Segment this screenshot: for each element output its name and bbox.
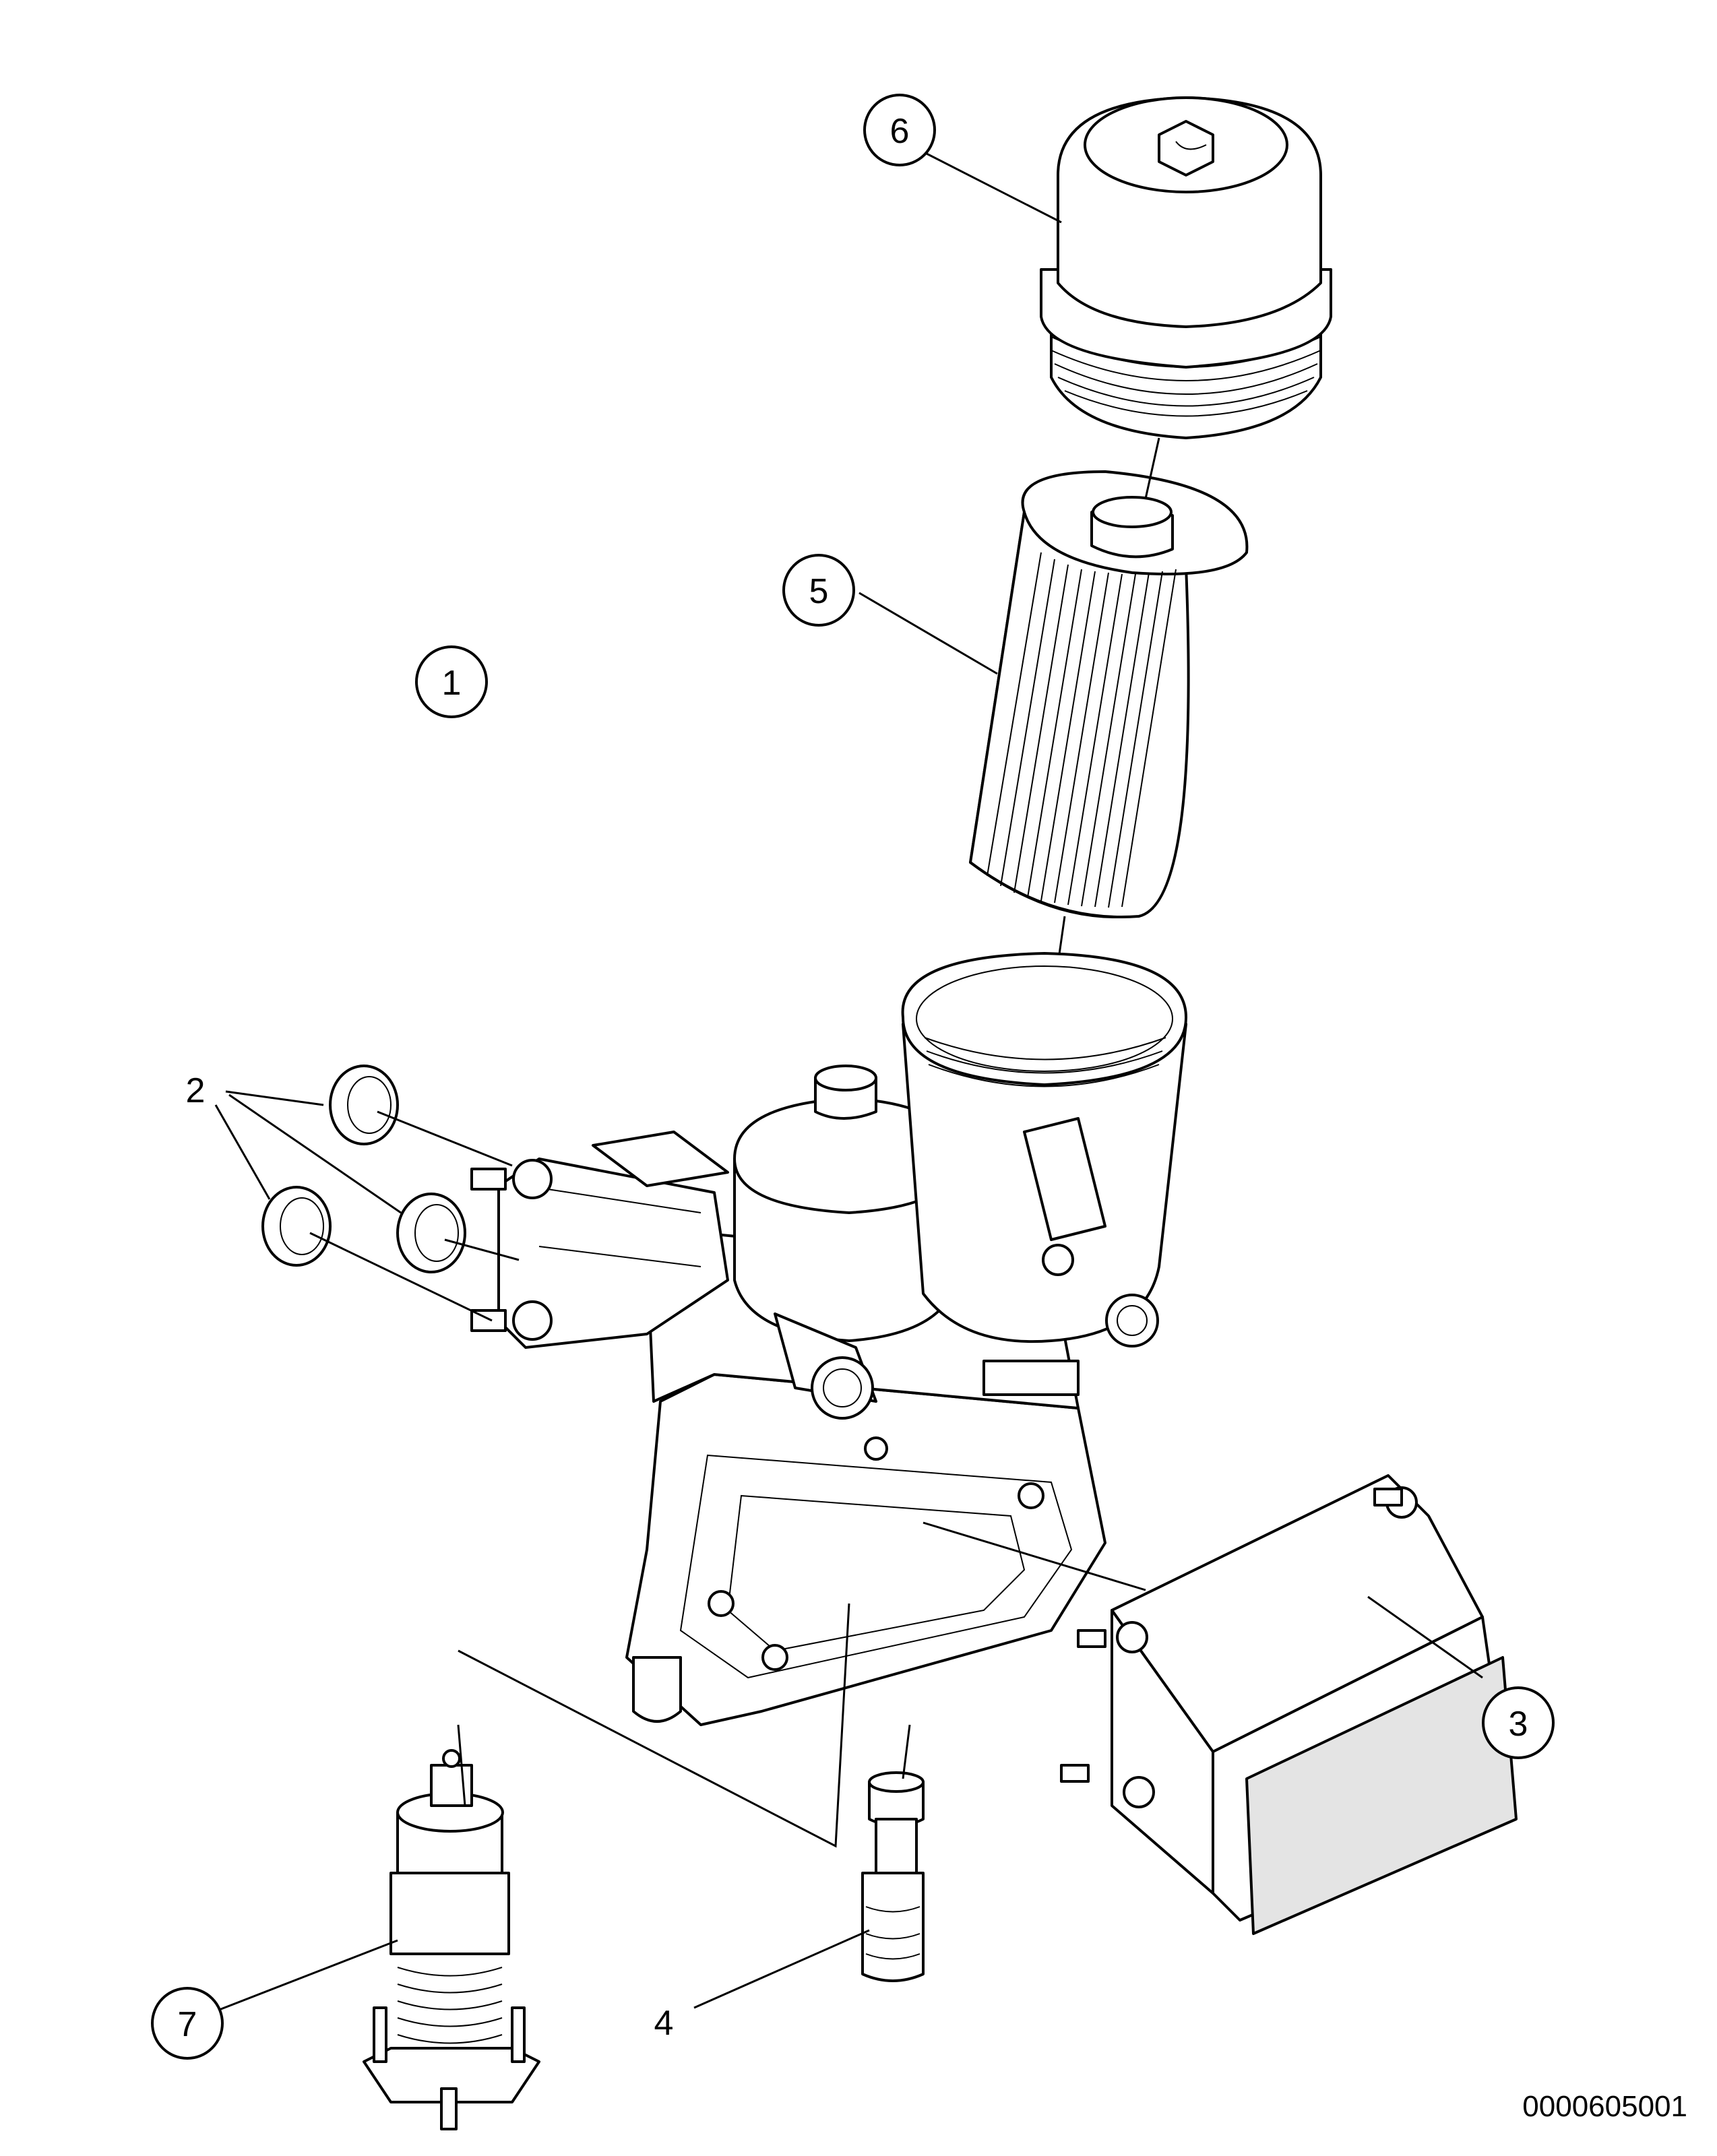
callout-1: 1 xyxy=(415,645,488,718)
callout-4: 3 xyxy=(1482,1686,1555,1759)
callout-1-label: 1 xyxy=(442,664,462,703)
thermostat xyxy=(363,1749,540,2130)
sealing-ring-middle xyxy=(396,1193,466,1273)
callout-6-label: 6 xyxy=(890,112,910,151)
filter-cap xyxy=(1040,96,1332,439)
callout-1-circle xyxy=(415,645,488,718)
sealing-rings xyxy=(261,1065,466,1273)
callout-3-label: 4 xyxy=(654,2004,674,2043)
callout-7: 7 xyxy=(151,1987,224,2060)
filter-element xyxy=(969,470,1249,918)
callout-4-label: 3 xyxy=(1509,1705,1528,1744)
callout-7-label: 7 xyxy=(178,2005,197,2044)
document-id: 0000605001 xyxy=(1522,2090,1687,2123)
oil-filter-housing xyxy=(470,952,1187,1726)
callout-2-label: 2 xyxy=(186,1071,206,1110)
sealing-ring-lower xyxy=(261,1186,332,1267)
callout-5-label: 5 xyxy=(809,572,829,611)
callout-6-circle xyxy=(863,94,936,166)
callout-5-circle xyxy=(782,554,855,627)
callout-7-circle xyxy=(151,1987,224,2060)
callout-5: 5 xyxy=(782,554,855,627)
callout-3: 4 xyxy=(654,2004,674,2043)
plug-valve xyxy=(861,1771,925,1982)
sealing-ring-upper xyxy=(329,1065,399,1145)
callout-6: 6 xyxy=(863,94,936,166)
callout-2: 2 xyxy=(186,1071,206,1110)
oil-cooler xyxy=(1060,1474,1518,1935)
callout-4-circle xyxy=(1482,1686,1555,1759)
